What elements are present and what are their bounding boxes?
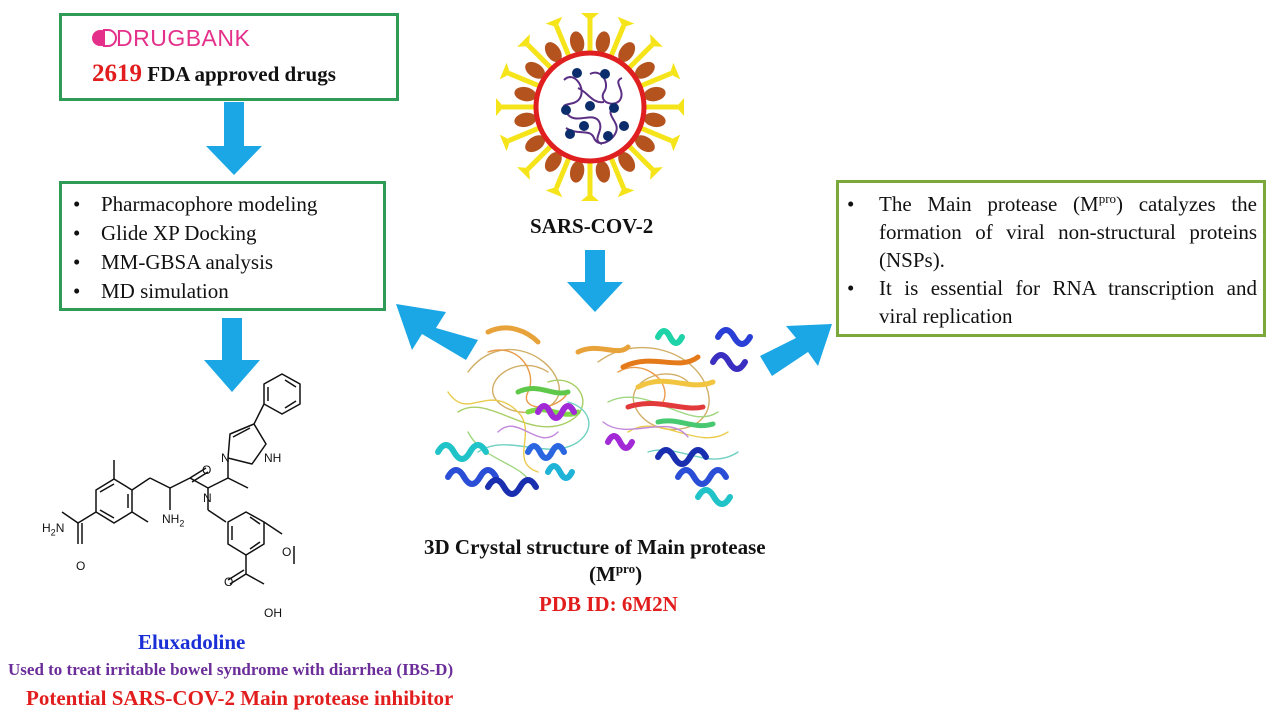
methods-list: Pharmacophore modeling Glide XP Docking … [73,190,317,306]
virus-membrane-protein [643,112,666,128]
method-item: MM-GBSA analysis [73,248,317,277]
virus-membrane-protein [514,86,537,102]
virus-membrane-protein [525,135,546,153]
atom-amide-n: N [203,491,212,505]
fda-approved-line: 2619 FDA approved drugs [92,60,336,88]
virus-membrane-protein [544,42,562,63]
drugbank-capsule-icon [92,29,117,47]
mpro-info-item: It is essential for RNA transcription an… [847,274,1257,330]
method-item: MD simulation [73,277,317,306]
virus-membrane-protein [618,42,636,63]
pdb-id-label: PDB ID: 6M2N [539,592,678,616]
virus-spike-stalk [638,125,673,143]
arrow-down-icon [567,250,623,312]
virus-spike-stalk [526,143,554,171]
virus-spike-head [496,98,502,116]
fda-drug-label: FDA approved drugs [142,62,336,86]
arrow-down-icon [204,318,260,392]
virus-spike-head [499,62,510,80]
virus-spike-head [670,62,681,80]
virus-spike-head [617,16,635,27]
virus-membrane-protein [525,61,546,79]
virus-spike-stalk [554,24,572,59]
virus-spike-head [670,134,681,152]
method-item: Glide XP Docking [73,219,317,248]
mpro-close: ) [635,562,643,586]
arrow-down-icon [206,102,262,175]
virus-spike-stalk [507,71,542,89]
drug-use-description: Used to treat irritable bowel syndrome w… [8,660,454,679]
virus-membrane-protein [643,86,666,102]
method-item: Pharmacophore modeling [73,190,317,219]
mpro-open: (M [589,562,616,586]
mpro-info-box: The Main protease (Mpro) catalyzes the f… [836,180,1266,337]
atom-amide-h2n: H2N [42,521,65,538]
virus-spike-head [581,13,599,19]
virus-membrane-protein [544,151,562,172]
virus-spike-head [617,187,635,198]
virus-membrane-protein [595,160,611,183]
mpro-superscript: pro [615,561,636,576]
virus-spike-stalk [526,43,554,71]
fda-drug-count: 2619 [92,60,142,87]
atom-methoxy-o: O [282,545,292,559]
eluxadoline-structure-icon [61,373,301,585]
methods-box: Pharmacophore modeling Glide XP Docking … [59,181,386,311]
virus-spike-stalk [638,71,673,89]
virus-nucleocapsid-dots [561,68,629,141]
virus-spike-head [545,187,563,198]
virus-membrane-protein [569,31,585,54]
virus-spike-head [545,16,563,27]
mpro-superscript: pro [1098,191,1117,206]
protein-structure-illustration [435,325,753,507]
drugbank-box: DRUGBANK 2619 FDA approved drugs [59,13,399,101]
atom-nh2: NH2 [162,512,185,529]
drugbank-logo-text: DRUGBANK [116,24,251,51]
atom-acid-oh: OH [264,606,282,620]
crystal-structure-title: 3D Crystal structure of Main protease [424,535,766,559]
virus-spikes [496,13,684,201]
virus-spike-stalk [608,24,626,59]
virus-membrane-protein [634,61,655,79]
virus-label: SARS-COV-2 [530,214,654,238]
inhibitor-label: Potential SARS-COV-2 Main protease inhib… [26,686,454,710]
atom-carbonyl-o: O [202,463,212,477]
mpro-info-text: The Main protease (M [879,192,1099,216]
atom-acid-o: O [224,575,234,589]
virus-spike-stalk [507,125,542,143]
crystal-structure-mpro: (Mpro) [589,562,642,587]
virus-spike-head [678,98,684,116]
virus-spike-stalk [608,155,626,190]
virus-spike-stalk [626,143,654,171]
virus-spike-head [581,195,599,201]
atom-imidazole-nh: NH [264,451,282,465]
virus-spike-stalk [554,155,572,190]
virus-spike-head [499,134,510,152]
virus-membrane-protein [595,31,611,54]
drugbank-logo: DRUGBANK [91,22,250,54]
mpro-info-item: The Main protease (Mpro) catalyzes the f… [847,190,1258,274]
arrow-up-right-icon [760,324,832,376]
mpro-info-list: The Main protease (Mpro) catalyzes the f… [847,190,1258,330]
drug-name: Eluxadoline [138,630,246,654]
virus-membrane-protein [569,160,585,183]
virus-membrane-protein [514,112,537,128]
virus-membrane-protein [634,135,655,153]
virus-membrane-protein [618,151,636,172]
virus-illustration [496,13,684,201]
virus-spike-stalk [626,43,654,71]
atom-imidazole-n: N [221,451,230,465]
arrow-up-left-icon [396,304,478,360]
mpro-info-text: ) catalyzes the formation of viral non-s… [879,192,1258,272]
atom-amide-o: O [76,559,86,573]
